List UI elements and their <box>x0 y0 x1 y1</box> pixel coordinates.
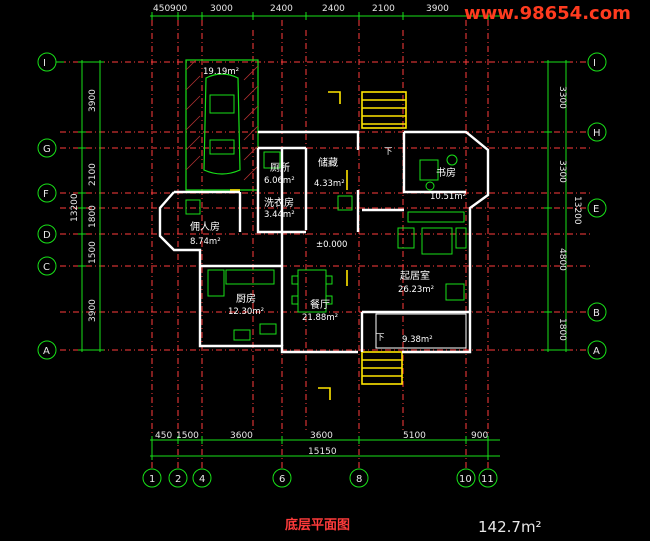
dim-bottom-4: 5100 <box>403 431 426 441</box>
room-laundry-name: 洗衣房 <box>264 196 294 209</box>
dim-left-1: 2100 <box>88 163 98 186</box>
axis-bottom-2: 2 <box>175 474 181 485</box>
dim-top-5: 2100 <box>372 4 395 14</box>
dim-top-0: 450 <box>153 4 170 14</box>
dimension-lines <box>78 12 570 460</box>
axis-left-A: A <box>43 346 50 357</box>
dimensions-right: 3300 3300 4800 1800 13200 <box>557 86 582 341</box>
dining-table <box>297 269 327 313</box>
porch-area: 9.38m² <box>402 335 433 345</box>
stairs <box>230 91 407 400</box>
room-toilet-name: 厕所 <box>270 162 290 174</box>
room-living-name: 起居室 <box>400 269 430 282</box>
axis-bottom-8: 8 <box>356 474 362 485</box>
axis-bottom-1: 1 <box>149 474 155 485</box>
dim-right-2: 4800 <box>557 248 567 271</box>
dim-right-total: 13200 <box>572 196 582 225</box>
room-study-area: 10.51m² <box>430 192 466 202</box>
car-icon <box>203 73 241 175</box>
kitchen-counter <box>225 269 275 285</box>
room-storage-area: 4.33m² <box>314 179 345 189</box>
dim-bottom-2: 3600 <box>230 431 253 441</box>
drawing-title: 底层平面图 <box>285 518 351 533</box>
room-storage-name: 储藏 <box>318 156 338 169</box>
room-servant-name: 佣人房 <box>190 220 220 233</box>
sofa-table <box>421 227 453 255</box>
axis-right-A: A <box>593 346 600 357</box>
axis-bubbles-right: I H E B A <box>587 52 607 360</box>
dim-left-0: 3900 <box>88 89 98 112</box>
dim-left-total: 13200 <box>70 193 80 222</box>
axis-left-D: D <box>43 230 51 241</box>
dim-left-4: 3900 <box>88 299 98 322</box>
watermark-url: www.98654.com <box>464 3 631 24</box>
room-kitchen-name: 厨房 <box>236 292 256 305</box>
room-living-area: 26.23m² <box>398 285 434 295</box>
room-laundry-area: 3.44m² <box>264 210 295 220</box>
garage <box>185 59 259 191</box>
axis-left-G: G <box>43 144 51 155</box>
dim-left-2: 1800 <box>88 205 98 228</box>
dim-top-1: 900 <box>170 4 187 14</box>
room-dining-name: 餐厅 <box>310 298 330 311</box>
room-toilet-area: 6.06m² <box>264 176 295 186</box>
axis-bottom-11: 11 <box>481 474 494 485</box>
furniture <box>185 151 467 349</box>
room-kitchen-area: 12.30m² <box>228 307 264 317</box>
room-servant-area: 8.74m² <box>190 237 221 247</box>
axis-right-B: B <box>593 308 600 319</box>
axis-left-C: C <box>43 262 50 273</box>
axis-left-I: I <box>43 58 46 69</box>
dimensions-top: 450 900 3000 2400 2400 2100 3900 <box>153 4 449 14</box>
axis-right-I: I <box>593 58 596 69</box>
dim-bottom-0: 450 <box>155 431 172 441</box>
dim-bottom-3: 3600 <box>310 431 333 441</box>
room-study-name: 书房 <box>436 166 456 179</box>
total-area: 142.7m² <box>478 518 542 536</box>
room-labels: 19.19m² 厕所 6.06m² 储藏 4.33m² 书房 10.51m² 洗… <box>190 67 466 345</box>
axis-right-E: E <box>593 204 599 215</box>
dimensions-bottom: 450 1500 3600 3600 5100 900 15150 <box>155 431 488 457</box>
dim-top-2: 3000 <box>210 4 233 14</box>
dim-right-3: 1800 <box>557 318 567 341</box>
axis-bubbles-left: I G F D C A <box>37 52 64 360</box>
axis-bottom-6: 6 <box>279 474 285 485</box>
axis-right-H: H <box>593 128 601 139</box>
room-dining-area: 21.88m² <box>302 313 338 323</box>
axis-bottom-10: 10 <box>459 474 472 485</box>
study-desk <box>419 159 439 181</box>
axis-left-F: F <box>43 189 49 200</box>
floor-level: ±0.000 <box>316 240 347 250</box>
dim-bottom-5: 900 <box>471 431 488 441</box>
walls <box>158 130 490 354</box>
stair-down-label-bottom: 下 <box>376 333 385 343</box>
garage-area: 19.19m² <box>203 67 239 77</box>
stair-down-label-top: 下 <box>384 147 393 157</box>
dim-left-3: 1500 <box>88 241 98 264</box>
dimensions-left: 3900 2100 1800 1500 3900 13200 <box>70 89 98 322</box>
dim-right-0: 3300 <box>557 86 567 109</box>
dim-top-4: 2400 <box>322 4 345 14</box>
dim-top-3: 2400 <box>270 4 293 14</box>
dim-right-1: 3300 <box>557 160 567 183</box>
dim-top-6: 3900 <box>426 4 449 14</box>
axis-bubbles-bottom: 1 2 4 6 8 10 11 <box>142 468 498 488</box>
dim-bottom-1: 1500 <box>176 431 199 441</box>
dim-bottom-total: 15150 <box>308 447 337 457</box>
axis-bottom-4: 4 <box>199 474 205 485</box>
